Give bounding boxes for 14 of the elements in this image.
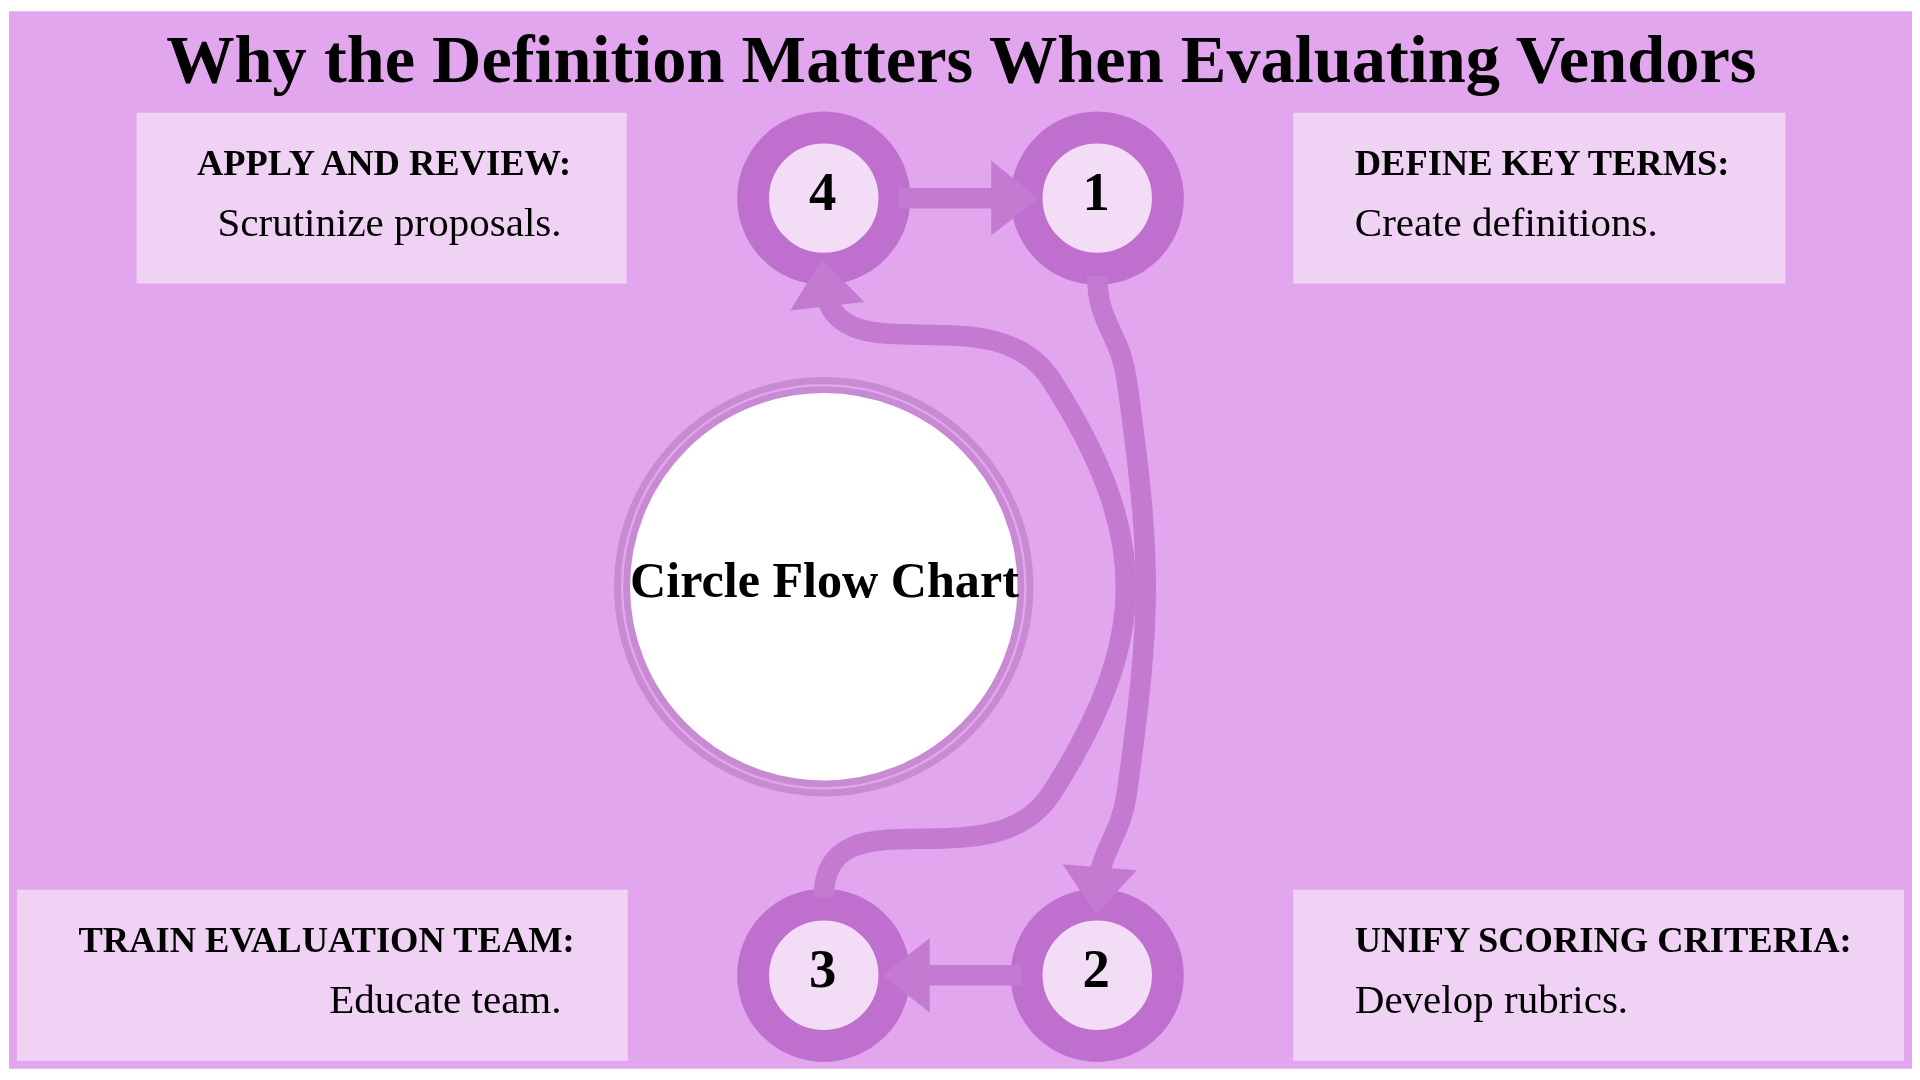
arrow [1062, 275, 1156, 915]
node-box: TRAIN EVALUATION TEAM: Educate team. [16, 889, 628, 1061]
node-circle: 2 [1010, 888, 1184, 1062]
arrow [898, 160, 1039, 236]
arrow [881, 938, 1022, 1013]
arrow [789, 259, 1136, 900]
node-box: DEFINE KEY TERMS: Create definitions. [1292, 112, 1785, 284]
node-circle: 3 [736, 888, 910, 1062]
node-circle: Circle Flow Chart [613, 377, 1033, 797]
node-box: UNIFY SCORING CRITERIA: Develop rubrics. [1292, 889, 1904, 1061]
node-circle: 4 [736, 111, 910, 285]
diagram-title: Why the Definition Matters When Evaluating Vendors [165, 20, 1756, 97]
node-circle: 1 [1010, 111, 1184, 285]
node-box: APPLY AND REVIEW: Scrutinize proposals. [136, 112, 627, 284]
